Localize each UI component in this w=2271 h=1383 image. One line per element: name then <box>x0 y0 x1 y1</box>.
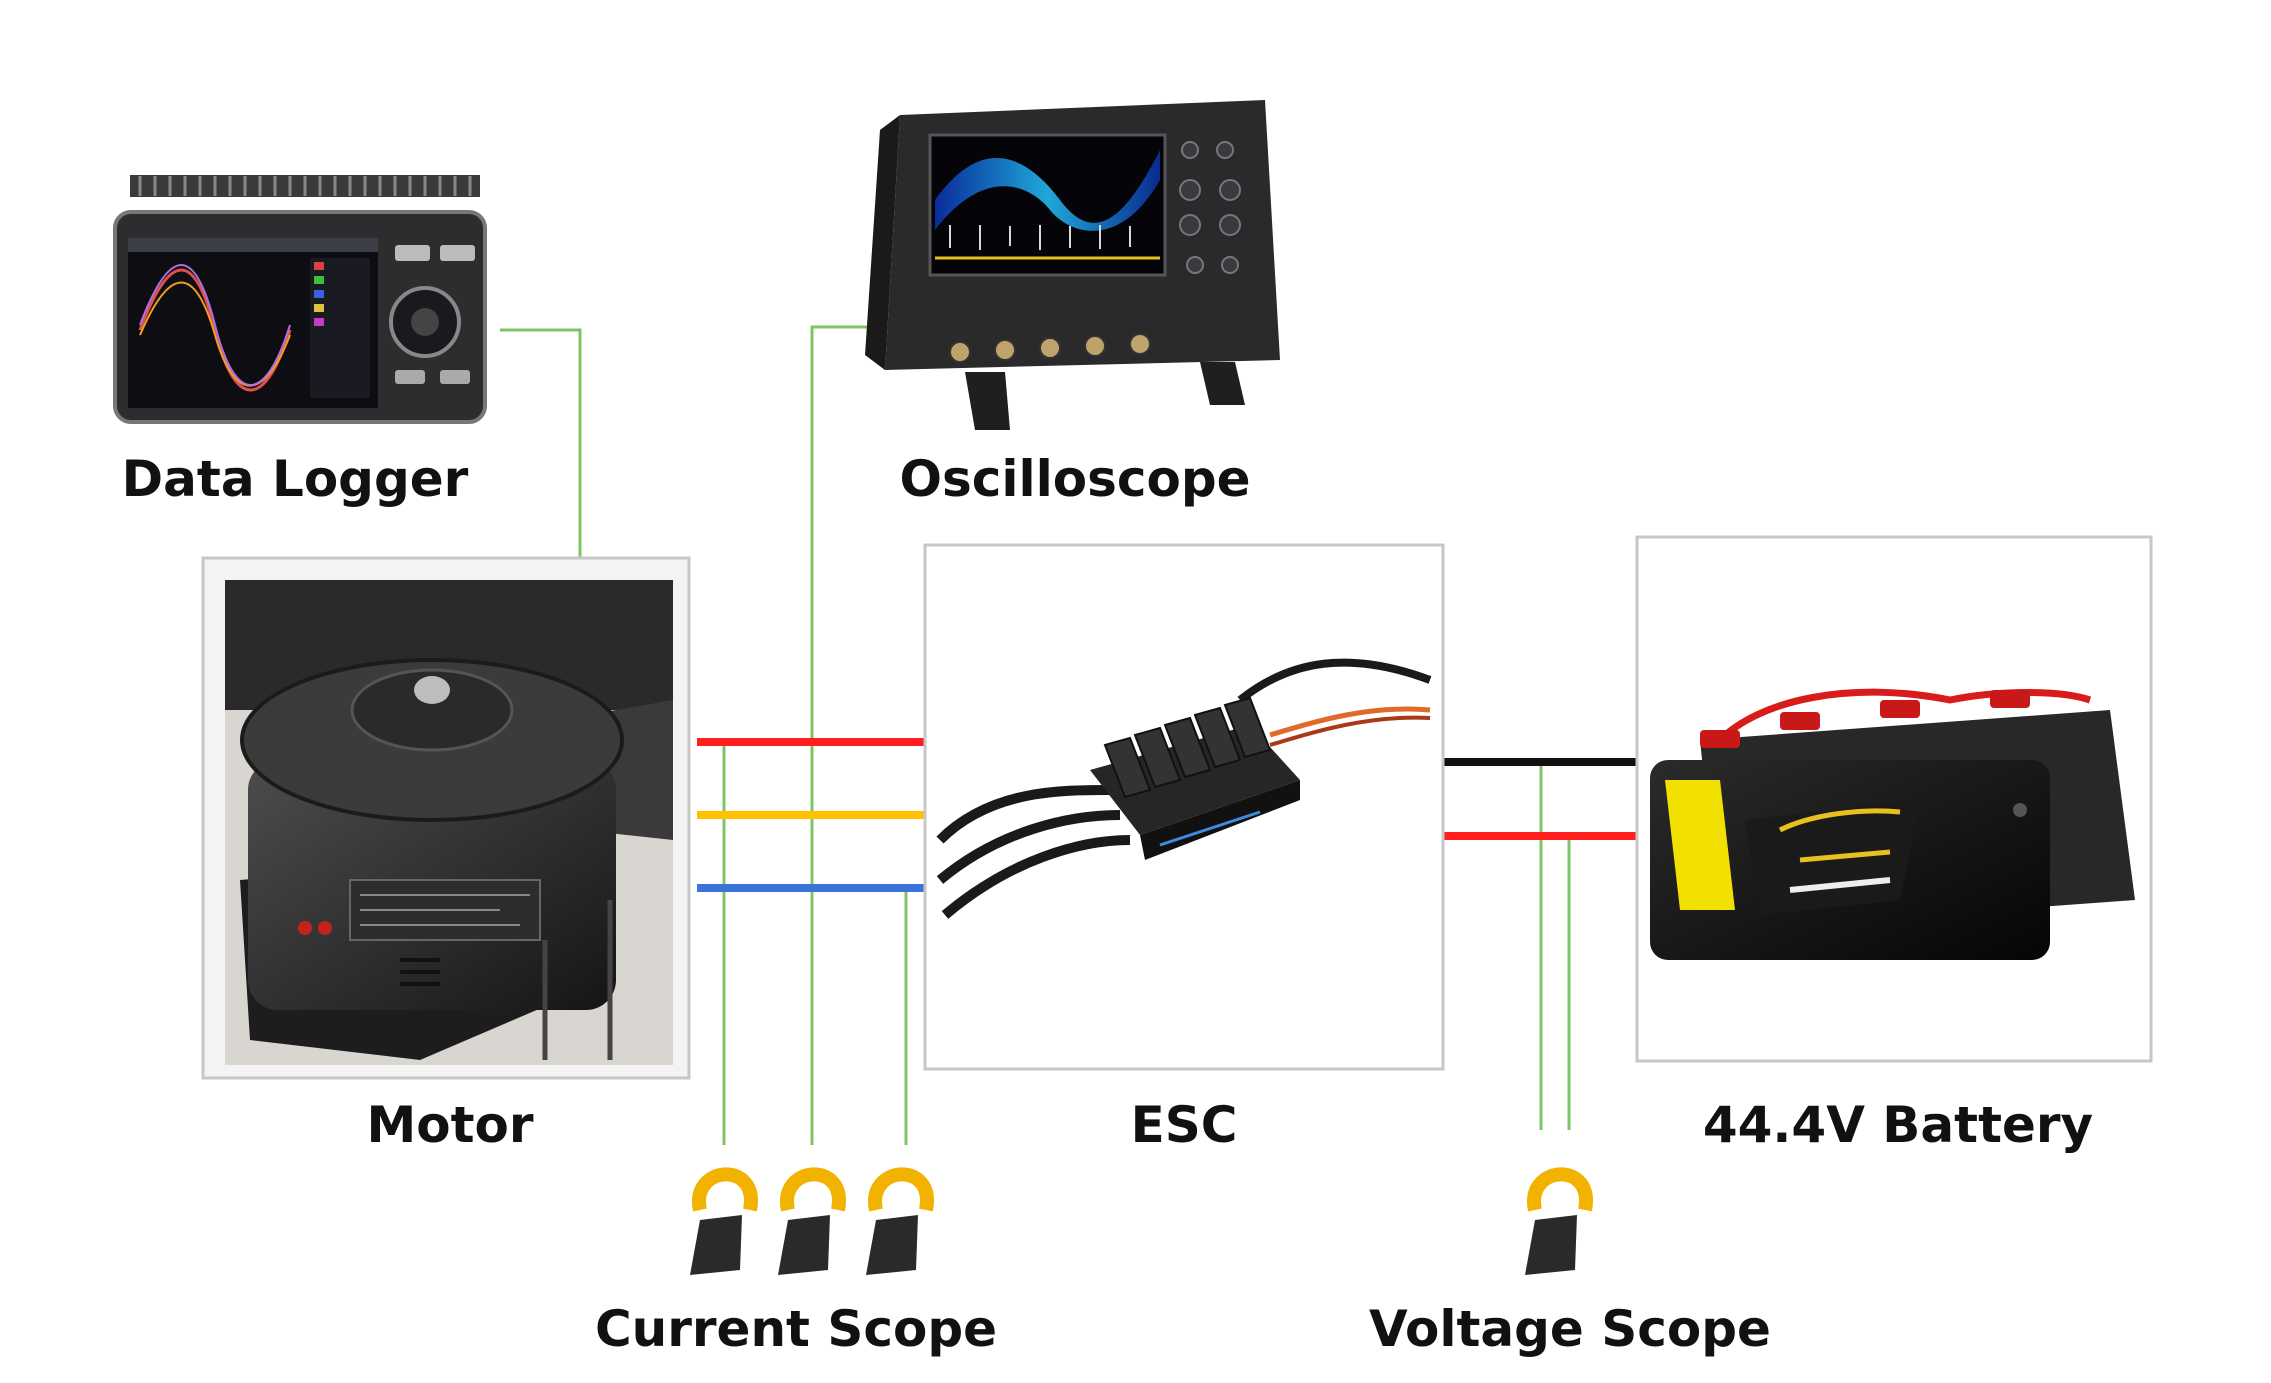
data-logger-image <box>113 175 487 424</box>
battery-image <box>1635 535 2153 1063</box>
data-logger-label: Data Logger <box>122 450 469 508</box>
dc-power-wires <box>1443 758 1637 840</box>
esc-image <box>923 543 1445 1071</box>
voltage-probe <box>1525 1167 1593 1275</box>
esc-label: ESC <box>1131 1096 1238 1154</box>
battery-label: 44.4V Battery <box>1703 1096 2093 1154</box>
motor-phase-wires <box>697 738 925 892</box>
current-clamp-3 <box>866 1167 934 1275</box>
current-scope-label: Current Scope <box>595 1300 997 1358</box>
motor-label: Motor <box>366 1096 533 1154</box>
voltage-scope-label: Voltage Scope <box>1369 1300 1771 1358</box>
motor-image <box>201 556 691 1080</box>
current-clamp-1 <box>690 1167 758 1275</box>
oscilloscope-signal-wire <box>810 325 878 1145</box>
oscilloscope-label: Oscilloscope <box>899 450 1250 508</box>
oscilloscope-image <box>865 100 1280 430</box>
current-clamp-2 <box>778 1167 846 1275</box>
